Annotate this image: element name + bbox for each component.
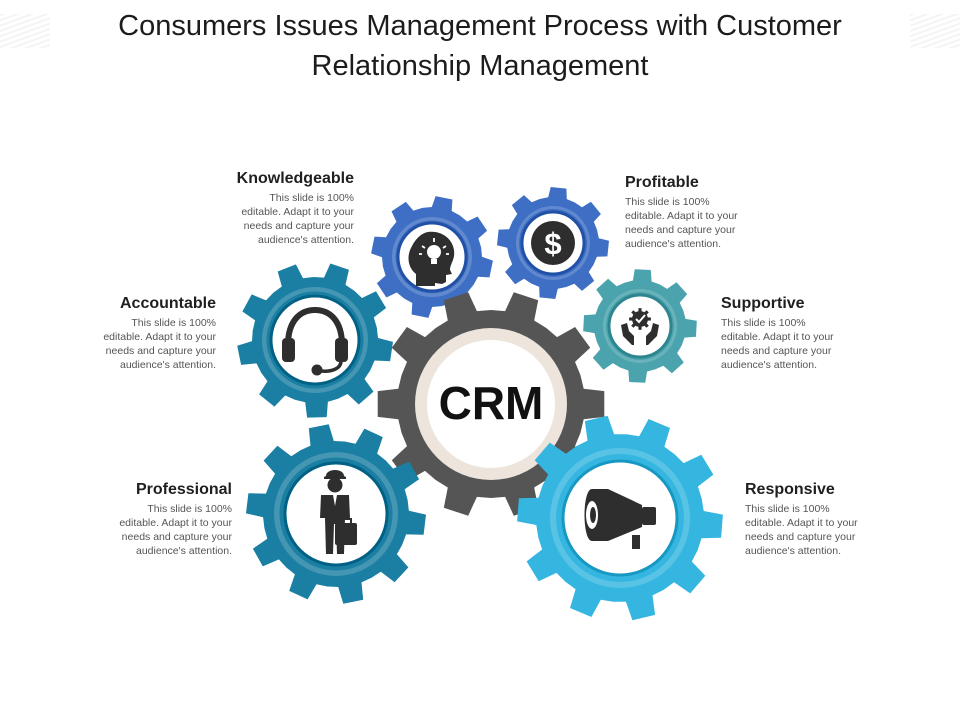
desc-line: editable. Adapt it to your xyxy=(625,210,738,222)
feature-responsive: Responsive This slide is 100% editable. … xyxy=(745,480,915,558)
feature-description: This slide is 100% editable. Adapt it to… xyxy=(62,502,232,558)
feature-profitable: Profitable This slide is 100% editable. … xyxy=(625,173,795,251)
megaphone-icon xyxy=(584,489,656,549)
feature-professional: Professional This slide is 100% editable… xyxy=(62,480,232,558)
desc-line: needs and capture your xyxy=(243,220,354,232)
head-lightbulb-icon xyxy=(408,231,455,286)
desc-line: This slide is 100% xyxy=(147,503,232,515)
desc-line: This slide is 100% xyxy=(269,192,354,204)
desc-line: needs and capture your xyxy=(105,345,216,357)
feature-description: This slide is 100% editable. Adapt it to… xyxy=(721,316,891,372)
desc-line: audience's attention. xyxy=(258,234,354,246)
feature-label: Supportive xyxy=(721,295,805,312)
center-crm-label: CRM xyxy=(439,377,544,429)
feature-supportive: Supportive This slide is 100% editable. … xyxy=(721,294,891,372)
dollar-icon: $ xyxy=(531,221,575,265)
title-line-1: Consumers Issues Management Process with… xyxy=(118,10,842,42)
desc-line: audience's attention. xyxy=(120,359,216,371)
desc-line: editable. Adapt it to your xyxy=(745,517,858,529)
feature-label: Responsive xyxy=(745,481,835,498)
svg-text:$: $ xyxy=(544,226,561,261)
desc-line: needs and capture your xyxy=(121,531,232,543)
desc-line: needs and capture your xyxy=(625,224,736,236)
feature-description: This slide is 100% editable. Adapt it to… xyxy=(745,502,915,558)
feature-label: Profitable xyxy=(625,174,699,191)
desc-line: This slide is 100% xyxy=(131,317,216,329)
feature-label: Professional xyxy=(135,481,232,498)
desc-line: audience's attention. xyxy=(745,545,841,557)
businessman-icon xyxy=(320,470,357,554)
feature-label: Knowledgeable xyxy=(236,170,354,187)
hands-gear-icon xyxy=(621,308,659,345)
desc-line: editable. Adapt it to your xyxy=(103,331,216,343)
corner-decoration-left xyxy=(0,14,50,48)
feature-knowledgeable: Knowledgeable This slide is 100% editabl… xyxy=(184,169,354,247)
title-line-2: Relationship Management xyxy=(311,50,649,82)
desc-line: needs and capture your xyxy=(745,531,856,543)
gear-accountable xyxy=(237,263,393,418)
desc-line: needs and capture your xyxy=(721,345,832,357)
desc-line: audience's attention. xyxy=(136,545,232,557)
page-title: Consumers Issues Management Process with… xyxy=(0,6,960,86)
desc-line: This slide is 100% xyxy=(625,196,710,208)
feature-description: This slide is 100% editable. Adapt it to… xyxy=(46,316,216,372)
feature-label: Accountable xyxy=(119,295,216,312)
desc-line: audience's attention. xyxy=(625,238,721,250)
feature-description: This slide is 100% editable. Adapt it to… xyxy=(625,195,795,251)
desc-line: editable. Adapt it to your xyxy=(241,206,354,218)
desc-line: editable. Adapt it to your xyxy=(119,517,232,529)
desc-line: This slide is 100% xyxy=(721,317,806,329)
corner-decoration-right xyxy=(910,14,960,48)
feature-description: This slide is 100% editable. Adapt it to… xyxy=(184,191,354,247)
headset-icon xyxy=(282,306,348,376)
desc-line: editable. Adapt it to your xyxy=(721,331,834,343)
feature-accountable: Accountable This slide is 100% editable.… xyxy=(46,294,216,372)
desc-line: audience's attention. xyxy=(721,359,817,371)
desc-line: This slide is 100% xyxy=(745,503,830,515)
